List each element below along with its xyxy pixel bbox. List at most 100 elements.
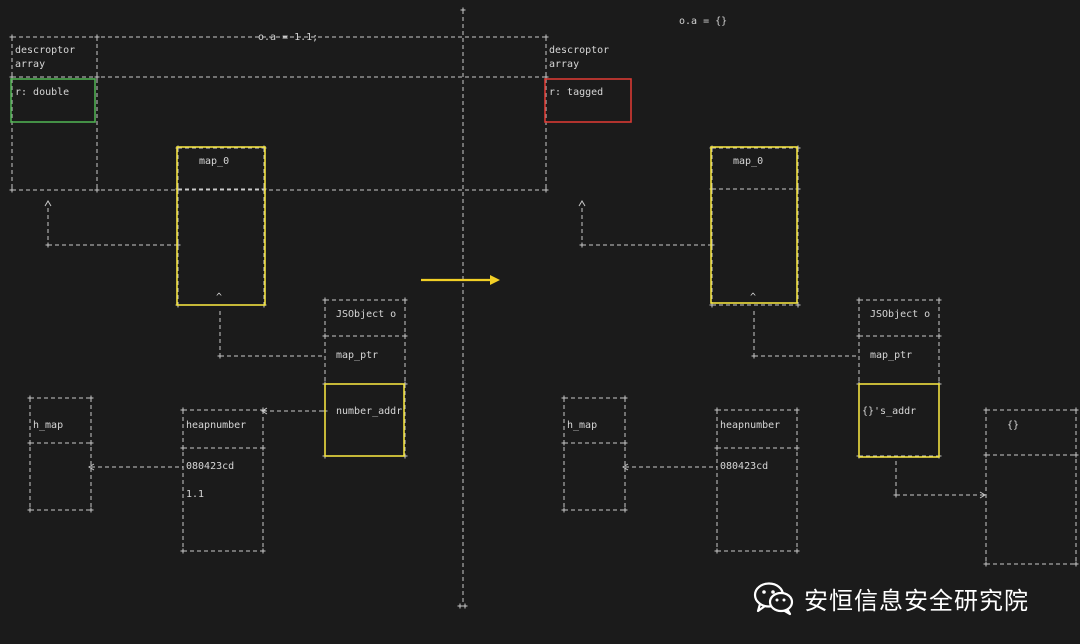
right-heapnumber-box-divider-mark-r0 <box>794 445 800 451</box>
right-descriptor-array-box-corner-2 <box>543 187 549 193</box>
right-map-link-mark <box>751 353 757 359</box>
left-h-map-box-corner-0 <box>27 395 33 401</box>
right-descriptor-caret <box>578 200 586 207</box>
right-heapnumber-box-corner-3 <box>794 548 800 554</box>
left-double-field-highlight <box>10 78 96 123</box>
right-empty-object-box-corner-3 <box>1073 561 1079 567</box>
right-empty-object-box-corner-1 <box>1073 407 1079 413</box>
left-number-addr-highlight <box>324 383 405 457</box>
right-descriptor-field-tagged: r: tagged <box>549 87 604 98</box>
right-h-map-box-corner-1 <box>622 395 628 401</box>
right-jsobject-box-corner-1 <box>936 297 942 303</box>
left-jsobject-box-corner-1 <box>402 297 408 303</box>
right-heapnumber-box-divider-mark-l0 <box>714 445 720 451</box>
left-descriptor-array-title-line1: descroptor <box>15 45 76 56</box>
right-map-highlight <box>710 146 798 304</box>
left-heapnumber-value: 1.1 <box>186 489 205 500</box>
left-h-map-box-corner-3 <box>88 507 94 513</box>
right-desc-link-mark <box>579 242 585 248</box>
watermark: 安恒信息安全研究院 <box>752 578 1029 618</box>
right-heapnumber-map-arrowhead <box>622 463 629 471</box>
left-map-label: map_0 <box>199 156 230 167</box>
left-map-caret: ^ <box>216 292 223 303</box>
right-descriptor-array-box-divider-mark-r0 <box>94 74 100 80</box>
right-map-caret: ^ <box>750 292 757 303</box>
left-heapnumber-title: heapnumber <box>186 420 247 431</box>
left-h-map-box-corner-1 <box>88 395 94 401</box>
right-h-map-box-corner-2 <box>561 507 567 513</box>
right-descriptor-array-box-corner-1 <box>94 34 100 40</box>
right-h-map-box-corner-0 <box>561 395 567 401</box>
center-divider-bottom-mark-a <box>457 603 463 609</box>
left-heapnumber-box-divider-mark-r0 <box>260 445 266 451</box>
transition-arrow-head <box>490 275 500 285</box>
right-heapnumber-box-corner-1 <box>794 407 800 413</box>
left-desc-link-mark <box>45 242 51 248</box>
right-jsobject-box-corner-0 <box>856 297 862 303</box>
right-empty-object-box-divider-mark-l0 <box>983 452 989 458</box>
left-number-addr-label: number_addr <box>336 406 403 417</box>
left-heapnumber-box-divider-mark-l0 <box>180 445 186 451</box>
left-descriptor-array-box-corner-0 <box>9 34 15 40</box>
wechat-icon <box>753 582 794 616</box>
left-map-link-mark <box>217 353 223 359</box>
right-descriptor-array-title-line1: descroptor <box>549 45 610 56</box>
left-heapnumber-box-corner-2 <box>180 548 186 554</box>
right-heapnumber-box-corner-0 <box>714 407 720 413</box>
left-h-map-label: h_map <box>33 420 64 431</box>
right-tagged-field-highlight <box>544 78 632 123</box>
right-h-map-box-divider-mark-l0 <box>561 440 567 446</box>
left-h-map-box-corner-2 <box>27 507 33 513</box>
left-descriptor-caret <box>44 200 52 207</box>
right-jsobject-box-divider-mark-r0 <box>936 333 942 339</box>
left-heapnumber-map-value: 080423cd <box>186 461 235 472</box>
left-h-map-box-divider-mark-l0 <box>27 440 33 446</box>
right-empty-object-label: {} <box>1007 420 1020 431</box>
left-code-label: o.a = 1.1; <box>258 32 319 43</box>
right-descriptor-array-box-corner-3 <box>94 187 100 193</box>
center-divider-bottom-mark-b <box>462 603 468 609</box>
right-map-label: map_0 <box>733 156 764 167</box>
right-jsobject-title: JSObject o <box>870 309 931 320</box>
right-map-ptr-label: map_ptr <box>870 350 913 361</box>
left-number-addr-arrowhead <box>261 407 268 415</box>
highlight-boxes <box>10 78 940 458</box>
center-divider-top-mark <box>460 7 466 13</box>
left-h-map-box-divider-mark-r0 <box>88 440 94 446</box>
left-heapnumber-map-arrowhead <box>88 463 95 471</box>
right-empty-object-box-corner-2 <box>983 561 989 567</box>
right-object-arrowhead <box>979 491 986 499</box>
transition-arrow-icon <box>421 275 500 285</box>
left-descriptor-array-box-corner-2 <box>9 187 15 193</box>
right-h-map-box-divider-mark-r0 <box>622 440 628 446</box>
right-object-addr-highlight <box>858 383 940 458</box>
right-object-addr-label: {}'s_addr <box>862 406 917 417</box>
left-jsobject-box-divider-mark-r0 <box>402 333 408 339</box>
right-object-link-mark <box>893 492 899 498</box>
right-h-map-label: h_map <box>567 420 598 431</box>
left-jsobject-title: JSObject o <box>336 309 397 320</box>
left-jsobject-box-corner-0 <box>322 297 328 303</box>
left-descriptor-array-title-line2: array <box>15 59 46 70</box>
ascii-lines <box>11 10 1077 604</box>
right-h-map-box-corner-3 <box>622 507 628 513</box>
right-map-box-corner-3 <box>795 302 801 308</box>
right-code-label: o.a = {} <box>679 16 728 27</box>
left-jsobject-box-divider-mark-l0 <box>322 333 328 339</box>
right-heapnumber-box-corner-2 <box>714 548 720 554</box>
left-map-highlight <box>176 146 266 306</box>
watermark-text: 安恒信息安全研究院 <box>804 586 1029 615</box>
left-map-ptr-label: map_ptr <box>336 350 379 361</box>
right-empty-object-box-corner-0 <box>983 407 989 413</box>
right-descriptor-array-title-line2: array <box>549 59 580 70</box>
left-heapnumber-box-corner-0 <box>180 407 186 413</box>
right-heapnumber-title: heapnumber <box>720 420 781 431</box>
right-heapnumber-map-value: 080423cd <box>720 461 769 472</box>
left-heapnumber-box-corner-3 <box>260 548 266 554</box>
left-descriptor-field-double: r: double <box>15 87 70 98</box>
right-empty-object-box-divider-mark-r0 <box>1073 452 1079 458</box>
corner-marks <box>9 7 1079 609</box>
right-jsobject-box-divider-mark-l0 <box>856 333 862 339</box>
right-descriptor-array-box-corner-0 <box>543 34 549 40</box>
